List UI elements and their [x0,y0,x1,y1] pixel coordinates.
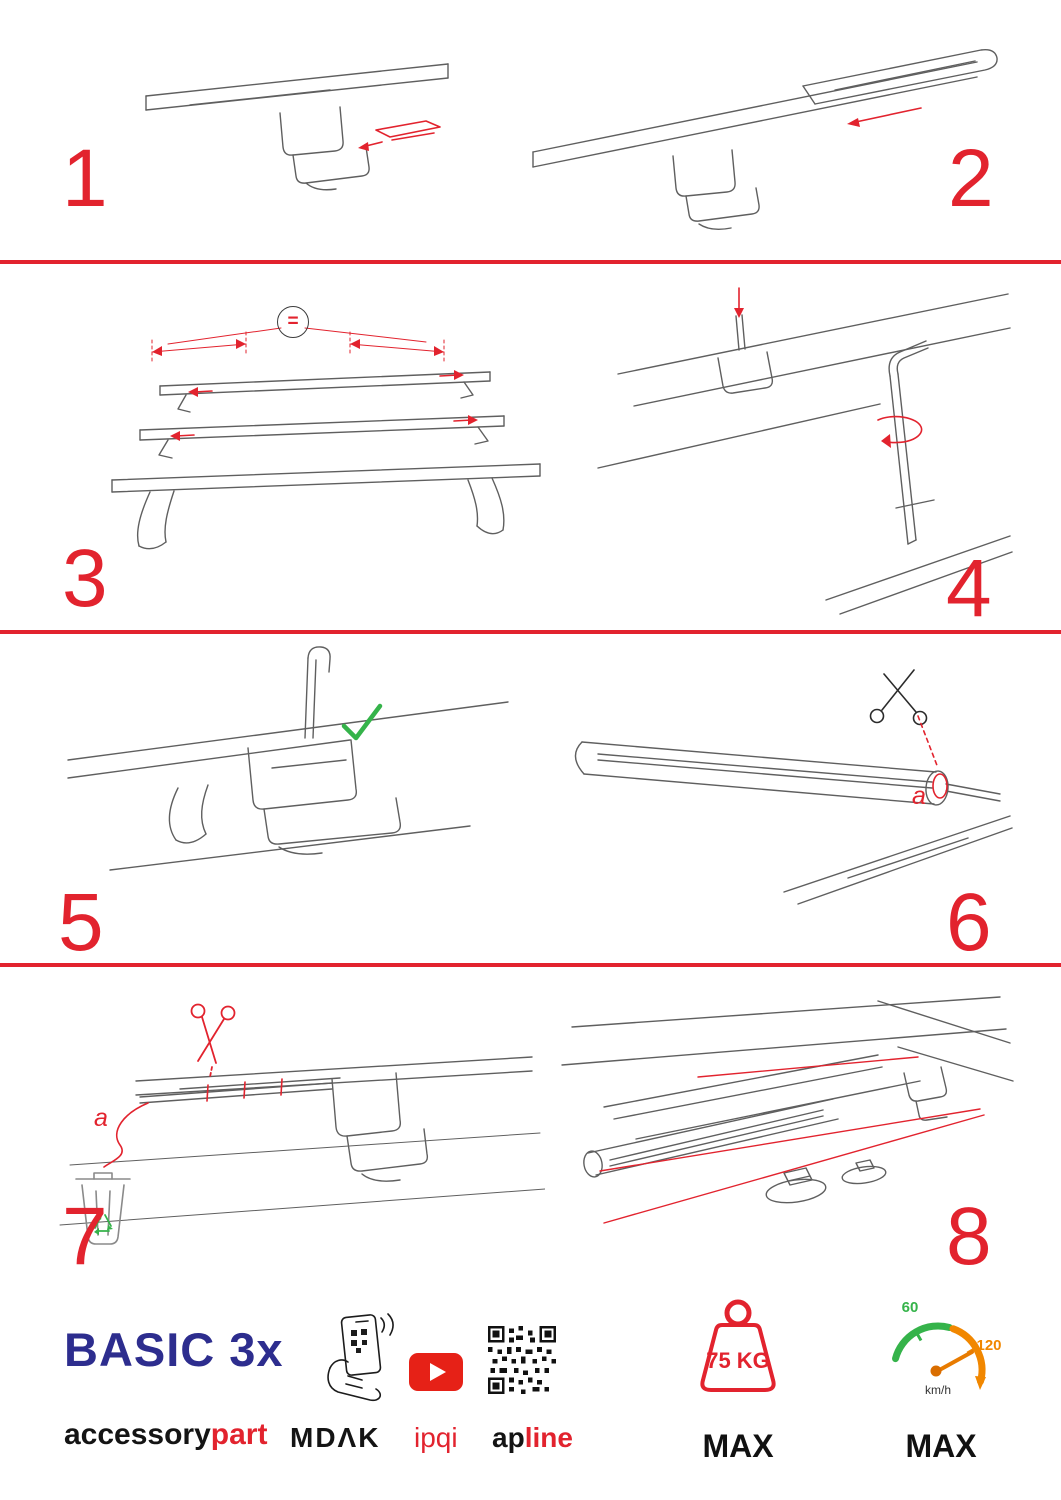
label-a: a [94,1104,108,1132]
step-5-number: 5 [58,877,104,968]
brand-subtitle: accessorypart [64,1420,267,1450]
step-5-drawing [67,646,509,871]
section-divider [0,260,1061,264]
recycle-icon [94,1213,113,1235]
routing-guides [599,1056,985,1224]
rubber-pad-outline [361,120,441,148]
partner-apline: apline [492,1424,573,1452]
step-4-number: 4 [946,543,992,634]
equal-spacing-badge: = [277,306,309,338]
step-6-drawing [574,669,1013,905]
step-7-drawing [59,1003,545,1245]
strap-end-highlight [932,773,948,799]
step-4-drawing [597,287,1013,615]
arrow-icon [358,142,369,151]
apline-red: line [524,1422,573,1453]
weight-icon: 75 KG [700,1299,776,1392]
label-a: a [912,782,926,810]
step-7-number: 7 [62,1191,108,1282]
scissors-icon [869,669,928,726]
brand-logo: BASIC 3x [64,1323,284,1376]
equal-sign: = [287,311,299,332]
youtube-icon [409,1353,463,1391]
speed-low-label: 60 [902,1299,919,1316]
step-8-number: 8 [946,1191,992,1282]
arrow-icon [847,118,860,127]
step-2-drawing [532,48,998,231]
step-3-number: 3 [62,533,108,624]
qr-code [488,1326,556,1394]
partner-mdak: MDΛK [290,1422,381,1453]
arrow-icon [881,434,891,448]
brand-sub-red: part [210,1418,268,1451]
cut-line [917,715,939,769]
step-1-number: 1 [62,133,108,224]
partner-ipqi: ipqi [414,1422,458,1453]
speed-max-label: MAX [905,1428,977,1464]
check-icon [341,703,383,741]
weight-value: 75 KG [706,1348,770,1373]
phone-scan-icon [327,1313,394,1402]
speedometer-icon: 60 120 km/h [892,1299,1002,1396]
cut-strap-piece [103,1102,149,1168]
step-8-drawing [561,996,1014,1224]
scissors-icon [190,1003,236,1078]
rotate-arrow [877,415,923,444]
step-6-number: 6 [946,877,992,968]
step-2-number: 2 [948,133,994,224]
section-divider [0,630,1061,634]
step-3-drawing [111,327,541,550]
step-1-drawing [145,63,449,191]
speed-high-label: 120 [976,1337,1001,1354]
slide-arrow [850,107,922,124]
weight-max-label: MAX [702,1428,774,1464]
speed-unit-label: km/h [925,1383,951,1396]
apline-black: ap [492,1422,525,1453]
arrow-icon [734,308,744,318]
cut-marks [206,1078,283,1102]
section-divider [0,963,1061,967]
brand-sub-black: accessory [64,1418,211,1451]
